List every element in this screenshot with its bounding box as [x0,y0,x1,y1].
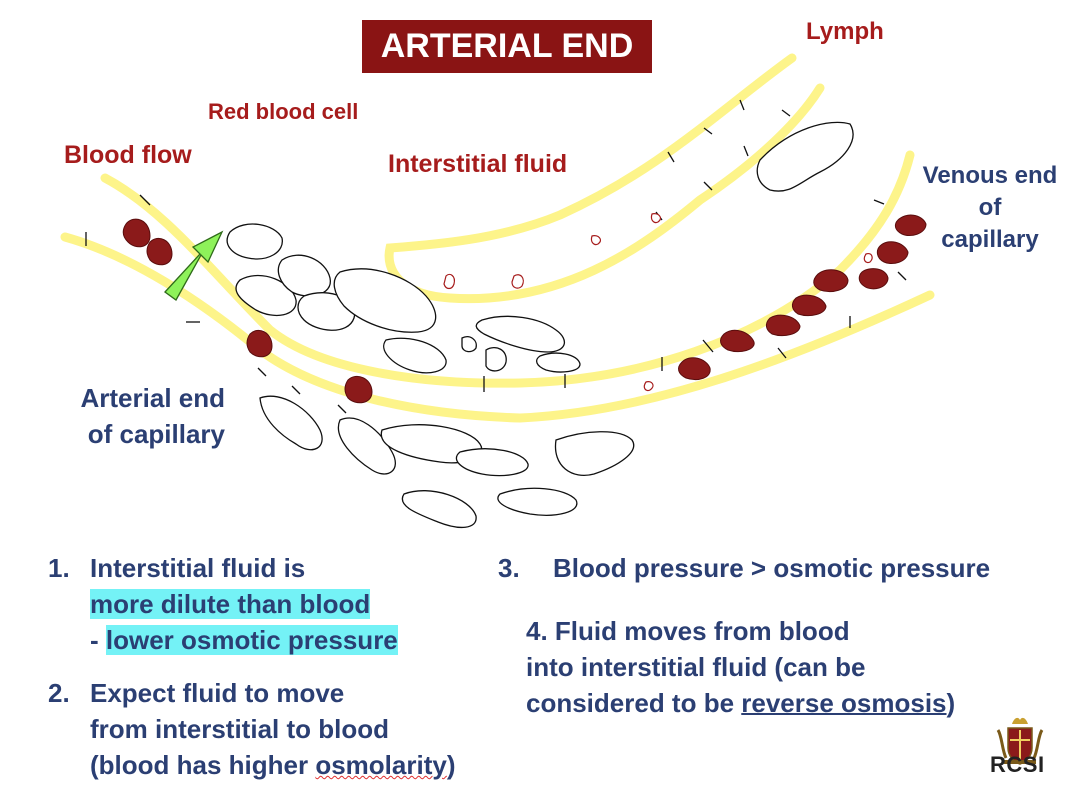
label-blood-flow: Blood flow [64,141,192,169]
label-lymph: Lymph [806,18,884,45]
wall-tick [702,339,714,353]
point-4-line3-a: considered to be [526,688,742,718]
point-2-line2: from interstitial to blood [90,714,389,744]
tissue-cell [226,223,283,260]
red-blood-cell [858,268,889,290]
venous-end-line2: of [978,194,1002,221]
small-cell [643,381,654,392]
red-blood-cell [765,314,801,337]
point-3-number: 3. [498,553,520,583]
tissue-cell [259,395,323,451]
point-2-line3-wrap: (blood has higher osmolarity) [90,747,456,783]
arterial-end-line2: of capillary [87,419,225,449]
wall-tick [257,367,267,377]
point-1-line3: lower osmotic pressure [105,625,398,655]
point-1-line1: Interstitial fluid is [90,553,306,583]
red-blood-cell [678,357,711,381]
tissue-cell [554,431,635,476]
point-4-line2: into interstitial fluid (can be [526,652,866,682]
wall-tick [703,127,713,135]
point-2-line3-b: osmolarity [315,750,447,780]
arterial-end-line1: Arterial end [80,383,226,413]
point-4-line3-wrap: considered to be reverse osmosis) [526,685,955,721]
label-interstitial-fluid: Interstitial fluid [388,150,568,178]
point-1: 1. Interstitial fluid is [48,550,305,586]
wall-tick [781,109,791,117]
red-blood-cell [876,241,909,265]
wall-tick [667,151,675,163]
small-cell [590,235,602,246]
point-4-line3-b: reverse osmosis [741,688,947,718]
point-4-line1: 4. Fluid moves from blood [526,616,850,646]
tissue-cell [383,337,447,374]
red-blood-cell [813,269,849,293]
tissue-cell [461,336,477,353]
tissue-cell [756,121,854,192]
wall-tick [739,99,745,111]
wall-tick [897,271,907,281]
capillary-upper-wall [100,150,915,388]
wall-tick [337,404,347,414]
small-cell [863,253,873,264]
slide-title: ARTERIAL END [362,20,652,73]
label-arterial-end: Arterial end of capillary [40,380,226,452]
point-1-line2: more dilute than blood [90,589,371,619]
red-blood-cell [894,214,927,237]
point-2-line3-a: (blood has higher [90,750,316,780]
tissue-cell [485,347,507,372]
venous-end-line1: Venous end [922,162,1058,189]
point-4-line3-c: ) [946,688,956,718]
point-1-line2-wrap: more dilute than blood [90,586,371,622]
tissue-cell [497,487,578,516]
red-blood-cell [791,294,827,317]
red-blood-cell [122,218,151,248]
red-blood-cell [720,329,755,353]
point-1-line3-prefix: - [90,625,106,655]
red-blood-cell [246,330,273,358]
point-3-text: Blood pressure > osmotic pressure [553,553,991,583]
tissue-cell [333,268,437,333]
wall-tick [139,194,151,206]
tissue-cell [401,490,477,528]
wall-tick [777,347,787,359]
red-blood-cell [146,238,173,266]
label-venous-end: Venous end of capillary [910,160,1070,256]
wall-tick [873,199,885,205]
rcsi-logo-text: RCSI [990,752,1045,777]
wall-tick [291,385,301,395]
point-1-number: 1. [48,553,70,583]
tissue-cell [337,417,396,475]
tissue-cell [455,448,529,477]
small-cell [443,273,455,290]
point-1-line3-wrap: - lower osmotic pressure [90,622,398,658]
tissue-cell [535,352,581,373]
rcsi-crest-logo [996,717,1044,765]
tissue-cell [235,274,297,317]
point-2-line1: Expect fluid to move [90,678,345,708]
blood-flow-arrow [164,230,224,301]
small-cell [650,213,662,224]
label-red-blood-cell: Red blood cell [208,99,359,124]
small-cell [511,274,524,289]
point-2-line3-c: ) [446,750,456,780]
red-blood-cell [344,376,373,404]
point-2-number: 2. [48,678,70,708]
point-2: 2. Expect fluid to move [48,675,344,711]
point-3: 3. Blood pressure > osmotic pressure [498,550,990,586]
tissue-cell [475,315,566,353]
wall-tick [703,181,713,191]
wall-tick [743,145,749,157]
venous-end-line3: capillary [941,226,1039,253]
